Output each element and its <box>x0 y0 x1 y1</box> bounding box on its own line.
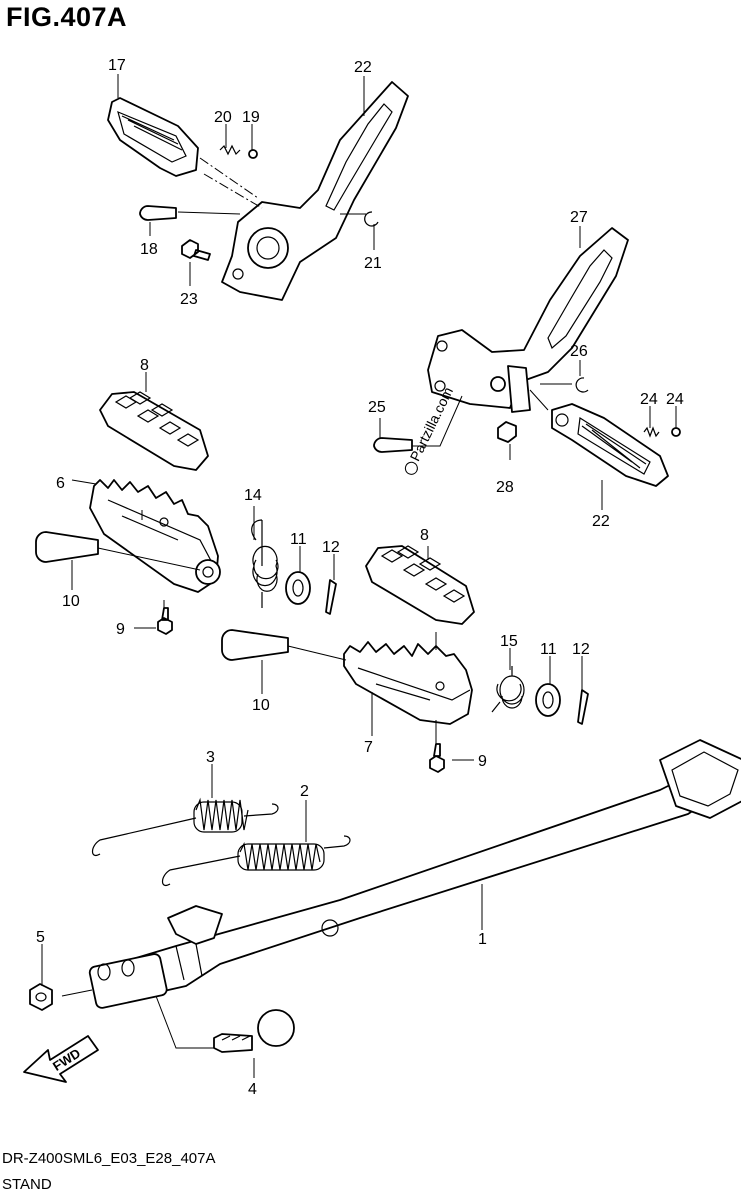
callout-19: 21 <box>364 255 382 272</box>
callout-10b: 10 <box>252 697 270 714</box>
bolt[interactable] <box>157 607 173 635</box>
leader-lines <box>41 74 677 1078</box>
callout-9a: 9 <box>116 621 125 638</box>
callout-5: 5 <box>36 929 45 946</box>
callout-12a: 12 <box>322 539 340 556</box>
callout-23: 25 <box>368 399 386 416</box>
cotter-pin[interactable] <box>577 689 589 725</box>
callout-11a: 11 <box>290 531 307 548</box>
fwd-arrow-badge: FWD <box>23 1035 99 1083</box>
callout-2: 2 <box>300 783 309 800</box>
cotter-pin[interactable] <box>325 579 337 615</box>
callout-13: 14 <box>244 487 262 504</box>
footrest-pin[interactable] <box>373 437 413 453</box>
callout-27: 27 <box>570 209 588 226</box>
callout-18: 20 <box>214 109 232 126</box>
callout-3: 3 <box>206 749 215 766</box>
pin-spring[interactable] <box>643 426 660 438</box>
callout-17: 19 <box>242 109 260 126</box>
callout-11b: 11 <box>540 641 557 658</box>
callout-1: 1 <box>478 931 487 948</box>
stand-springs <box>91 797 351 886</box>
footrest-pin[interactable] <box>139 205 177 221</box>
callout-16: 18 <box>140 241 158 258</box>
bolt[interactable] <box>497 421 517 443</box>
stand-spring-inner[interactable] <box>161 835 351 886</box>
washer[interactable] <box>285 571 311 605</box>
figure-title: FIG.407A <box>6 2 128 32</box>
left-footrest-assembly <box>107 81 409 301</box>
figure-code: DR-Z400SML6_E03_E28_407A <box>2 1150 216 1167</box>
footpeg[interactable] <box>89 479 219 593</box>
pin-spring[interactable] <box>219 144 241 156</box>
footpeg-pin[interactable] <box>221 629 289 661</box>
callout-12b: 12 <box>572 641 590 658</box>
footpeg[interactable] <box>343 641 473 725</box>
stand-leg[interactable] <box>95 781 701 1005</box>
callout-20: 22 <box>354 59 372 76</box>
callout-25: 24 <box>640 391 658 408</box>
callout-10a: 10 <box>62 593 80 610</box>
callout-21: 23 <box>180 291 198 308</box>
footpeg-pin[interactable] <box>35 531 99 563</box>
callout-14: 15 <box>500 633 518 650</box>
callout-24: 24 <box>666 391 684 408</box>
callout-9b: 9 <box>478 753 487 770</box>
right-footpeg-assembly <box>221 545 589 773</box>
pivot-bolt[interactable] <box>213 1033 253 1053</box>
footpeg-rubber[interactable] <box>99 391 209 471</box>
callout-4: 4 <box>248 1081 257 1098</box>
footpeg[interactable] <box>107 97 199 177</box>
callout-7: 7 <box>364 739 373 756</box>
washer[interactable] <box>535 683 561 717</box>
washer[interactable] <box>248 149 258 159</box>
left-footpeg-assembly <box>35 391 337 635</box>
callout-22: 22 <box>592 513 610 530</box>
figure-name: STAND <box>2 1176 52 1193</box>
washer[interactable] <box>671 427 681 437</box>
bolt[interactable] <box>181 239 211 261</box>
callout-28: 28 <box>496 479 514 496</box>
callout-labels: 17 20 19 22 18 21 23 27 26 25 24 24 28 2… <box>36 57 684 1098</box>
callout-8b: 8 <box>420 527 429 544</box>
callout-26: 26 <box>570 343 588 360</box>
footpeg-rubber[interactable] <box>365 545 475 625</box>
callout-8a: 8 <box>140 357 149 374</box>
callout-6: 6 <box>56 475 65 492</box>
torsion-spring[interactable] <box>491 666 525 713</box>
e-clip[interactable] <box>575 377 589 393</box>
nut[interactable] <box>29 983 53 1011</box>
callout-15: 17 <box>108 57 126 74</box>
bolt[interactable] <box>429 743 445 773</box>
torsion-spring[interactable] <box>251 519 279 608</box>
footrest-bracket[interactable] <box>427 227 629 409</box>
stand-spring-outer[interactable] <box>91 803 279 856</box>
right-footrest-assembly <box>373 227 681 487</box>
side-stand <box>29 739 741 1053</box>
e-clip[interactable] <box>364 211 379 227</box>
